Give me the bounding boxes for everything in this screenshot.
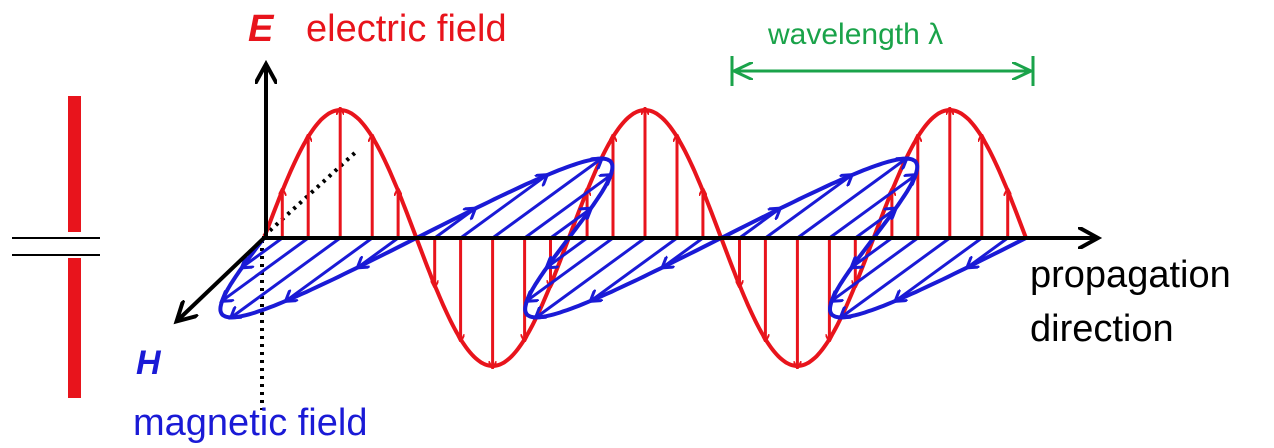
magnetic-vector-arrow-icon: [591, 236, 678, 301]
magnetic-vector-arrow-icon: [491, 159, 602, 240]
magnetic-vector-arrow-icon: [796, 159, 906, 240]
propagation-label-line2: direction: [1030, 308, 1174, 350]
magnetic-vector-arrow-icon: [841, 236, 951, 317]
magnetic-vector-arrow-icon: [459, 175, 547, 240]
wavelength-indicator: [730, 56, 1035, 86]
h-axis-arrow-icon: [178, 236, 266, 320]
magnetic-vector-arrow-icon: [549, 209, 591, 240]
magnetic-vector-arrow-icon: [358, 236, 399, 267]
magnetic-field-wave: [218, 159, 1027, 318]
capacitor-plate-bottom: [68, 258, 81, 398]
magnetic-vector-arrow-icon: [433, 209, 475, 240]
capacitor-symbol: [12, 96, 100, 398]
magnetic-vector-arrow-icon: [547, 236, 588, 267]
wavelength-label: wavelength λ: [768, 18, 944, 51]
magnetic-vector-arrow-icon: [231, 236, 342, 317]
electric-field-label: electric field: [306, 8, 507, 50]
dotted-guide-diagonal: [262, 148, 360, 238]
magnetic-vector-arrow-icon: [222, 236, 310, 301]
magnetic-vector-arrow-icon: [536, 236, 646, 317]
magnetic-vector-arrow-icon: [738, 209, 779, 240]
magnetic-vector-arrow-icon: [527, 236, 614, 301]
magnetic-vector-arrow-icon: [968, 236, 1009, 267]
magnetic-vector-arrow-icon: [828, 175, 915, 240]
magnetic-vector-arrow-icon: [663, 236, 704, 267]
capacitor-plate-top: [68, 96, 81, 232]
magnetic-vector-arrow-icon: [764, 175, 851, 240]
magnetic-field-symbol: H: [136, 344, 161, 382]
magnetic-vector-arrow-icon: [242, 236, 284, 267]
magnetic-vector-arrow-icon: [286, 236, 374, 301]
electric-field-symbol: E: [248, 8, 274, 50]
magnetic-vector-arrow-icon: [896, 236, 983, 301]
magnetic-vector-arrow-icon: [852, 236, 893, 267]
propagation-label-line1: propagation: [1030, 254, 1231, 296]
magnetic-vector-arrow-icon: [854, 209, 895, 240]
magnetic-field-label: magnetic field: [133, 402, 368, 444]
magnetic-vector-arrow-icon: [523, 175, 611, 240]
magnetic-vector-arrow-icon: [832, 236, 919, 301]
